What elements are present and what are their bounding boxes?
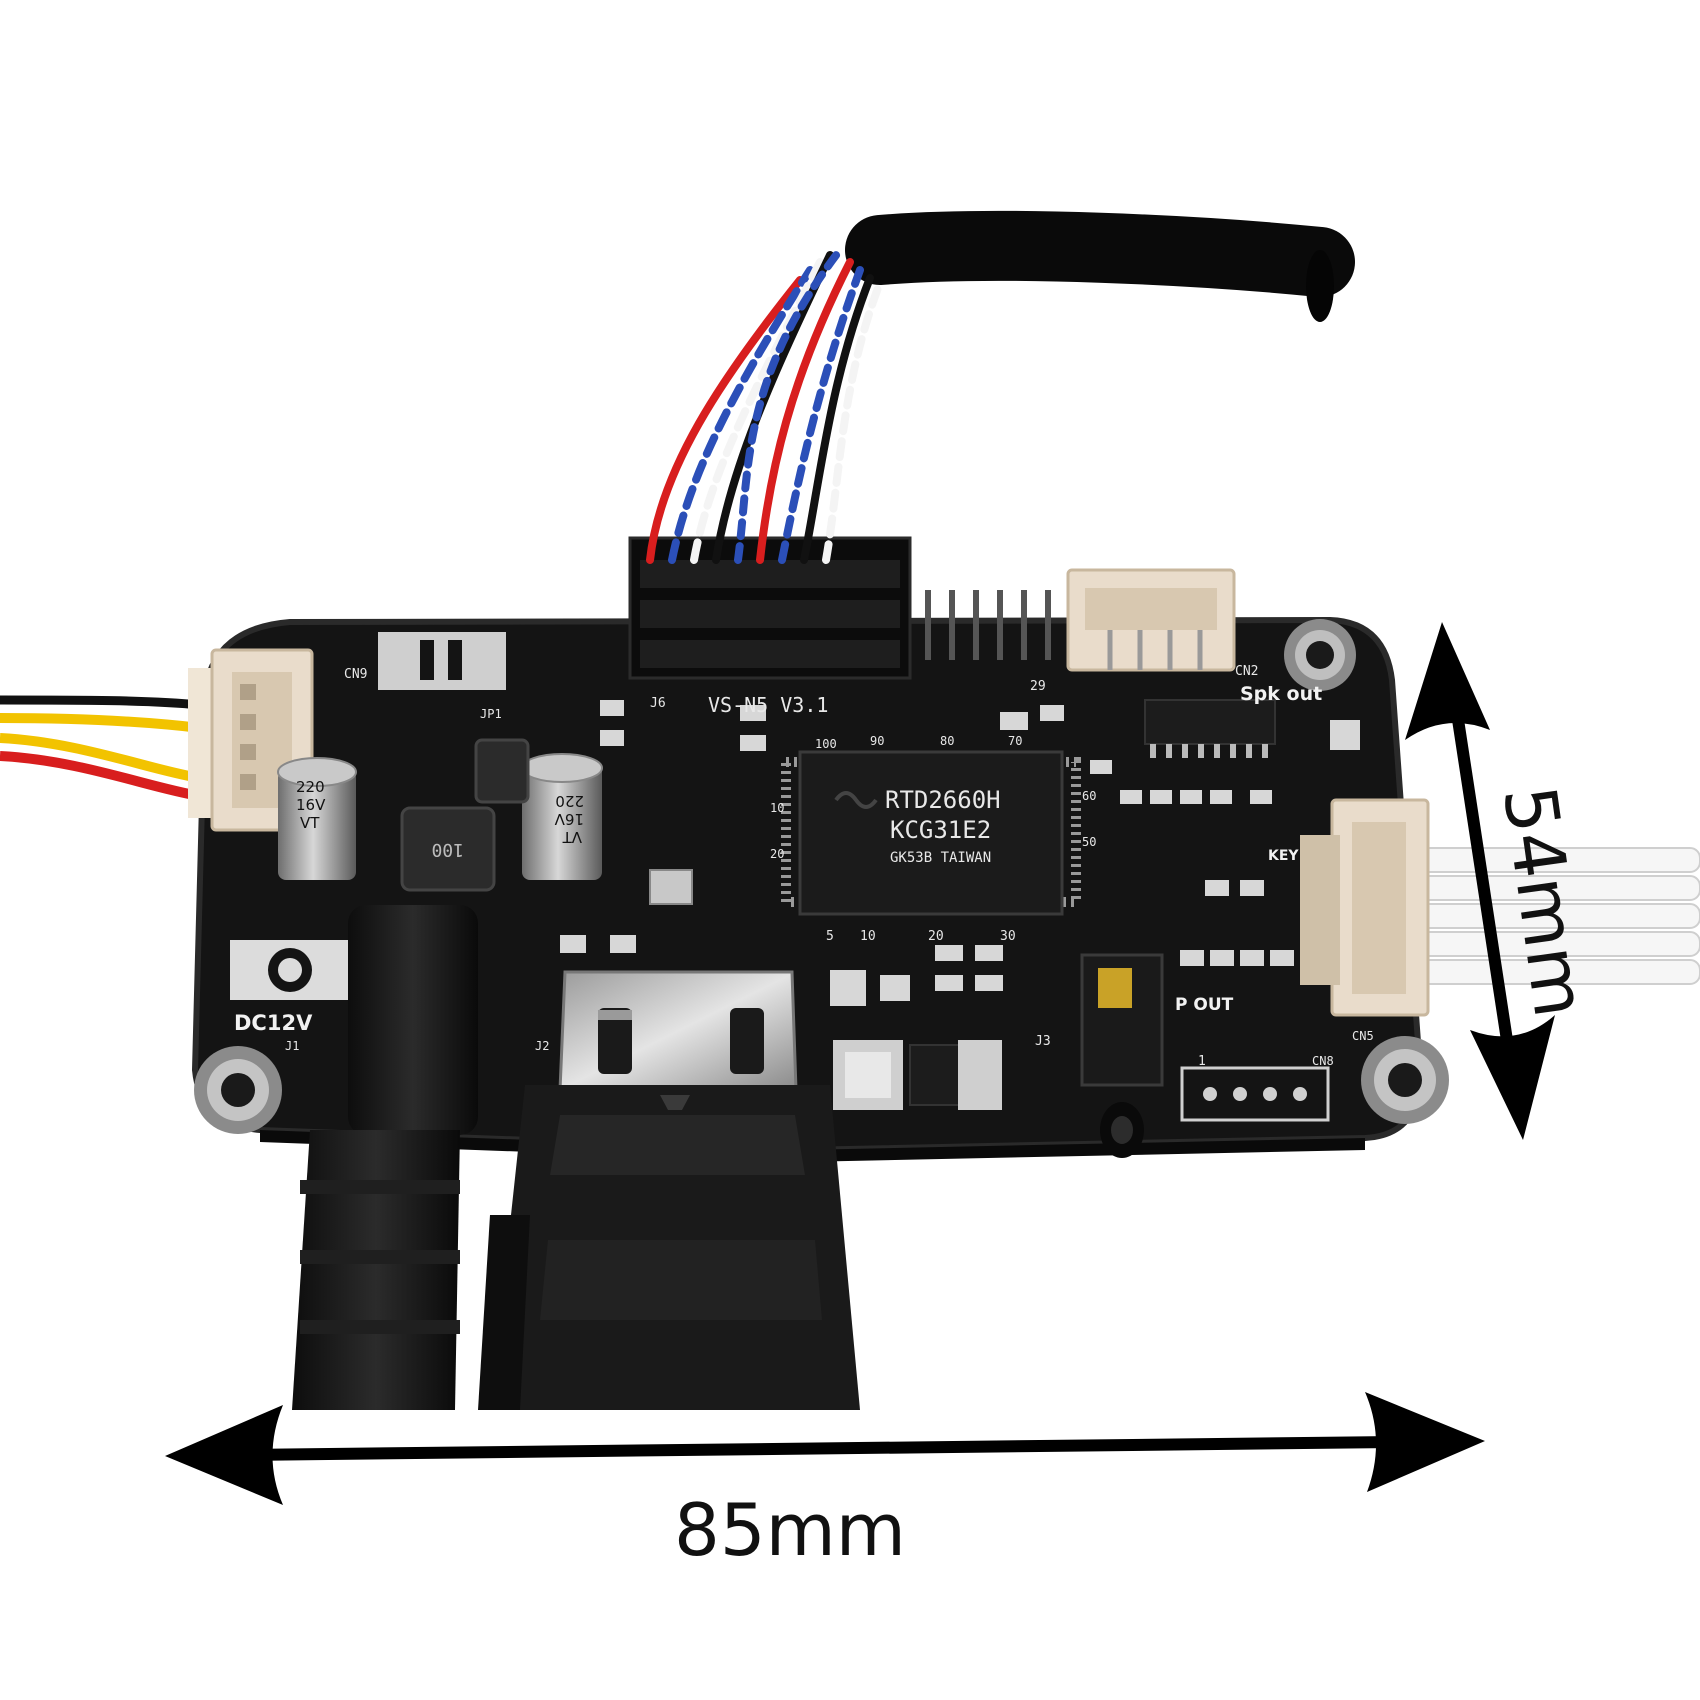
pin-label-bottom-2: 10 bbox=[860, 929, 876, 944]
regulator-footprint bbox=[378, 632, 506, 690]
cap-left-voltage: 16V bbox=[296, 796, 326, 814]
rtd2660h-chip bbox=[781, 750, 1081, 916]
pin-label-top-3: 80 bbox=[940, 734, 954, 748]
speaker-out-label: Spk out bbox=[1240, 683, 1322, 705]
cap-left-series: VT bbox=[300, 814, 320, 832]
ref-jp1: JP1 bbox=[480, 707, 502, 721]
ref-cn5: CN5 bbox=[1352, 1029, 1374, 1043]
crystal-oscillator bbox=[649, 869, 693, 905]
pin-label-bottom-1: 5 bbox=[826, 929, 834, 944]
pin-label-left-1: 10 bbox=[770, 801, 784, 815]
cn2-speaker-connector bbox=[1066, 568, 1236, 672]
capacitor-right-marking: VT 16V 220 bbox=[554, 792, 584, 846]
pin-29-label: 29 bbox=[1030, 679, 1046, 694]
key-label: KEY bbox=[1268, 848, 1299, 864]
hdmi-plug bbox=[478, 1085, 860, 1410]
pin-header bbox=[925, 590, 1051, 660]
smd-components bbox=[560, 700, 1360, 1006]
voltage-regulator-bottom bbox=[833, 1040, 1002, 1110]
power-inductor-100 bbox=[400, 806, 496, 892]
chip-origin: GK53B TAIWAN bbox=[890, 850, 991, 866]
audio-jack-j3 bbox=[1080, 953, 1164, 1158]
cn5-key-connector bbox=[1300, 798, 1430, 1017]
pin-1-label: 1 bbox=[1198, 1054, 1206, 1069]
dc-jack-footprint bbox=[230, 940, 350, 1000]
pin-label-top-2: 90 bbox=[870, 734, 884, 748]
cn9-wire-bundle bbox=[0, 695, 201, 801]
ref-j1: J1 bbox=[285, 1039, 299, 1053]
board-model-label: VS-N5 V3.1 bbox=[708, 693, 828, 717]
cap-left-value: 220 bbox=[296, 778, 325, 796]
electrolytic-capacitor-right bbox=[521, 753, 603, 880]
lvds-wire-harness bbox=[646, 210, 1355, 564]
pin-label-top-4: 70 bbox=[1008, 734, 1022, 748]
pin-label-top-1: 100 bbox=[815, 737, 837, 751]
lvds-connector-j6 bbox=[628, 536, 912, 680]
pin-label-bottom-4: 30 bbox=[1000, 929, 1016, 944]
mounting-hole-bottom-right bbox=[1361, 1036, 1449, 1124]
dc-power-plug bbox=[292, 905, 478, 1410]
cap-right-series: VT bbox=[562, 828, 582, 846]
realtek-crab-logo-icon bbox=[834, 791, 878, 809]
pin-label-right-2: 50 bbox=[1082, 835, 1096, 849]
ref-cn8: CN8 bbox=[1312, 1054, 1334, 1068]
mounting-hole-top-right bbox=[1284, 619, 1356, 691]
hdmi-port-j2 bbox=[558, 970, 798, 1092]
chip-part-number: RTD2660H bbox=[885, 786, 1001, 814]
ref-j2: J2 bbox=[535, 1039, 549, 1053]
width-dimension-arrow bbox=[165, 1392, 1485, 1505]
cn8-header bbox=[1180, 1066, 1330, 1122]
width-dimension-label: 85mm bbox=[674, 1488, 906, 1572]
pin-label-right-1: 60 bbox=[1082, 789, 1096, 803]
amplifier-ic bbox=[1144, 699, 1276, 758]
chip-lot-code: KCG31E2 bbox=[890, 816, 991, 844]
pin-label-bottom-3: 20 bbox=[928, 929, 944, 944]
ref-j3: J3 bbox=[1035, 1034, 1051, 1049]
ref-cn2: CN2 bbox=[1235, 664, 1258, 679]
inductor-marking: 100 bbox=[431, 839, 464, 860]
ref-cn9: CN9 bbox=[344, 667, 367, 682]
audio-out-label: P OUT bbox=[1175, 995, 1234, 1015]
dc12v-label: DC12V bbox=[234, 1011, 313, 1035]
ref-j6: J6 bbox=[650, 696, 666, 711]
mounting-hole-bottom-left bbox=[194, 1046, 282, 1134]
cap-right-voltage: 16V bbox=[554, 810, 584, 828]
cap-right-value: 220 bbox=[555, 792, 584, 810]
pin-label-left-2: 20 bbox=[770, 847, 784, 861]
electrolytic-capacitor-left bbox=[277, 757, 357, 880]
silkscreen-labels: VS-N5 V3.1 J6 29 CN9 CN2 Spk out JP1 DC1… bbox=[234, 664, 1374, 1069]
power-inductor-small bbox=[474, 738, 530, 804]
height-dimension-arrow bbox=[1405, 622, 1555, 1140]
capacitor-left-marking: 220 16V VT bbox=[296, 778, 326, 832]
